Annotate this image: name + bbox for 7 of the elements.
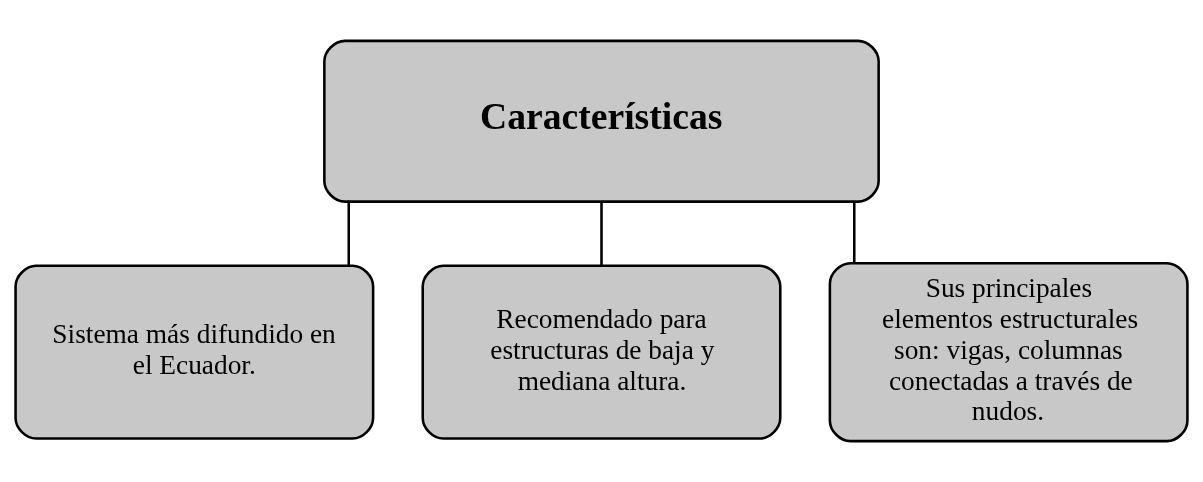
connector <box>600 202 603 266</box>
connector <box>852 202 856 264</box>
node-box: Sistema más difundido en el Ecuador. <box>14 264 375 440</box>
connector <box>347 202 351 266</box>
node-box: Características <box>323 39 880 203</box>
node-box: Recomendado para estructuras de baja y mediana altura. <box>421 264 782 440</box>
node-box: Sus principales elementos estructurales son: vigas, columnas conectadas a través de nudos. <box>828 261 1189 443</box>
